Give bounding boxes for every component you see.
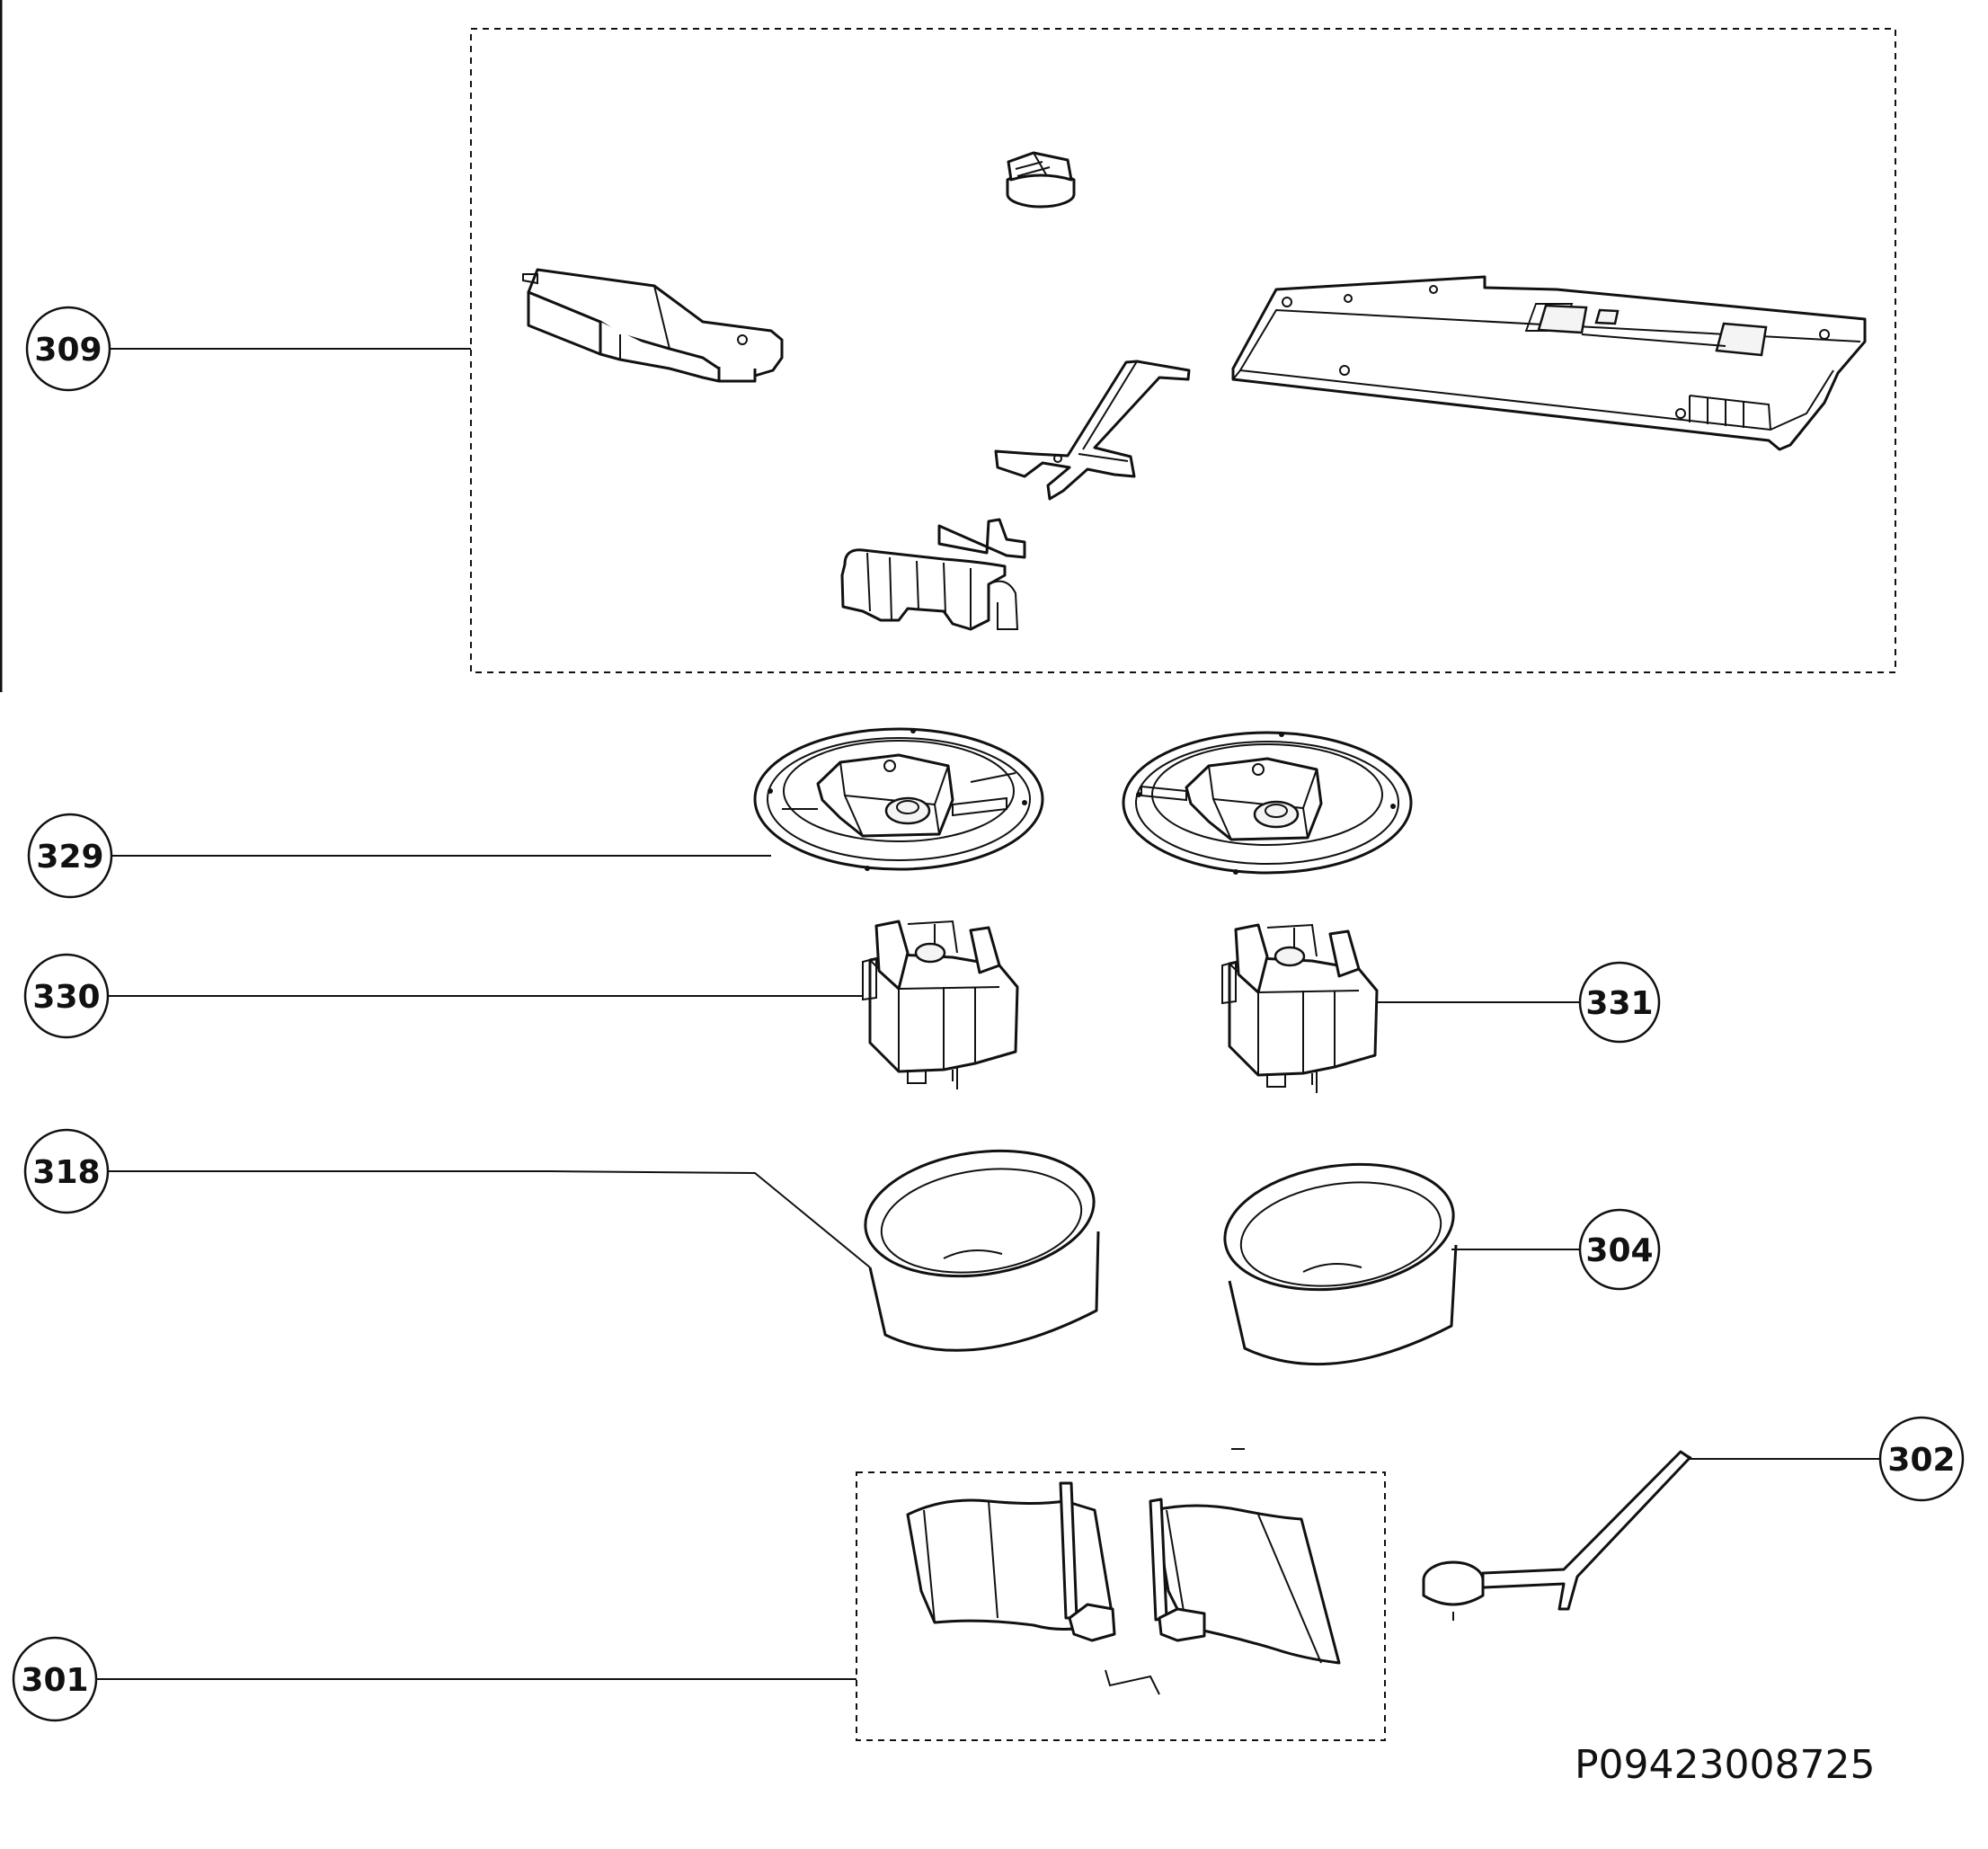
callout-318-label: 318 (32, 1154, 100, 1191)
callout-301: 301 (12, 1636, 98, 1722)
callout-302-label: 302 (1887, 1442, 1955, 1479)
damper-flap-icon (906, 1481, 1341, 1695)
callout-309-label: 309 (34, 332, 102, 369)
circuit-board-icon (1231, 275, 1867, 451)
motor-icon (862, 920, 1019, 1089)
lever-icon (840, 360, 1191, 631)
motor-cover-icon (1122, 731, 1413, 875)
assembly-box-309 (470, 28, 1896, 673)
callout-329-label: 329 (36, 839, 103, 876)
motor-cover-icon (753, 727, 1044, 871)
callout-302: 302 (1878, 1416, 1965, 1502)
callout-309: 309 (25, 306, 111, 392)
duct-ring-icon (1223, 1162, 1458, 1366)
callout-304-label: 304 (1585, 1232, 1653, 1269)
callout-304: 304 (1578, 1208, 1661, 1291)
bracket-icon (522, 268, 784, 383)
callout-318: 318 (23, 1128, 110, 1214)
callout-330-label: 330 (32, 979, 100, 1016)
drawing-code: P09423008725 (1575, 1742, 1875, 1788)
sensor-probe-icon (1422, 1450, 1692, 1621)
duct-ring-icon (864, 1149, 1100, 1352)
callout-301-label: 301 (21, 1662, 88, 1699)
callout-331-label: 331 (1585, 985, 1653, 1022)
callout-329: 329 (27, 813, 113, 899)
callout-330: 330 (23, 953, 110, 1039)
control-knob-icon (1006, 151, 1076, 209)
leader-line-318 (108, 1170, 871, 1268)
callout-331: 331 (1578, 961, 1661, 1044)
motor-icon (1221, 923, 1379, 1093)
